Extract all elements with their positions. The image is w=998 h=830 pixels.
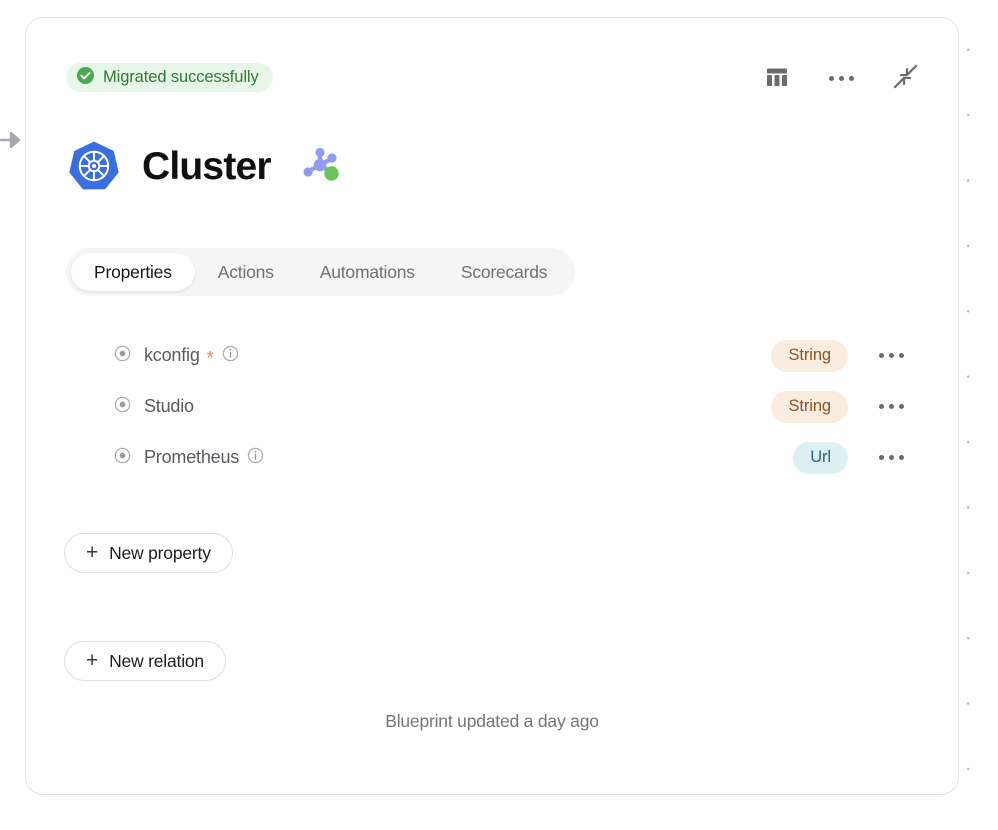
tab-scorecards-label: Scorecards — [460, 261, 548, 282]
node-graph-icon — [298, 143, 344, 189]
tab-actions[interactable]: Actions — [195, 253, 297, 291]
info-icon[interactable] — [247, 447, 264, 469]
info-icon[interactable] — [222, 345, 239, 367]
table-view-button[interactable] — [762, 63, 792, 93]
table-icon — [764, 64, 790, 93]
tab-automations[interactable]: Automations — [297, 253, 438, 291]
new-relation-label: New relation — [109, 650, 204, 671]
kubernetes-icon — [66, 138, 122, 194]
ellipsis-icon — [878, 353, 904, 358]
tab-automations-label: Automations — [319, 261, 415, 282]
title-row: Cluster — [66, 138, 344, 194]
collapse-arrows-icon — [892, 63, 919, 93]
status-badge-label: Migrated successfully — [103, 68, 259, 86]
status-badge: Migrated successfully — [66, 63, 273, 92]
row-options-button[interactable] — [876, 392, 906, 422]
new-relation-button[interactable]: + New relation — [64, 641, 226, 681]
arrow-right-cursor-icon — [0, 129, 22, 151]
property-name: Studio — [144, 396, 194, 416]
property-list: kconfig * String — [66, 330, 936, 483]
property-handle-icon — [114, 396, 131, 418]
table-row[interactable]: Prometheus Url — [66, 432, 936, 483]
property-handle-icon — [114, 345, 131, 367]
property-type-badge: String — [771, 339, 848, 372]
ellipsis-icon — [878, 404, 904, 409]
tab-bar: Properties Actions Automations Scorecard… — [66, 248, 576, 296]
plus-icon: + — [86, 648, 99, 672]
collapse-button[interactable] — [890, 63, 920, 93]
check-circle-icon — [76, 66, 95, 90]
blueprint-card: Migrated successfully — [25, 17, 959, 795]
plus-icon: + — [86, 540, 99, 564]
row-options-button[interactable] — [876, 341, 906, 371]
table-row[interactable]: Studio String — [66, 381, 936, 432]
row-options-button[interactable] — [876, 443, 906, 473]
property-name: kconfig — [144, 345, 200, 365]
new-property-label: New property — [109, 542, 211, 563]
property-type-badge: Url — [793, 441, 848, 474]
tab-properties[interactable]: Properties — [71, 253, 195, 291]
property-name: Prometheus — [144, 447, 240, 467]
header-actions — [762, 63, 920, 93]
ellipsis-icon — [828, 75, 854, 81]
tab-scorecards[interactable]: Scorecards — [438, 253, 571, 291]
blueprint-updated-note: Blueprint updated a day ago — [385, 711, 599, 731]
tab-properties-label: Properties — [94, 261, 172, 282]
tab-actions-label: Actions — [217, 261, 274, 282]
card-header: Migrated successfully — [26, 18, 958, 128]
property-handle-icon — [114, 447, 131, 469]
property-type-badge: String — [771, 390, 848, 423]
more-options-button[interactable] — [826, 63, 856, 93]
required-marker: * — [206, 347, 214, 368]
ellipsis-icon — [878, 455, 904, 460]
new-property-button[interactable]: + New property — [64, 533, 233, 573]
page-title: Cluster — [142, 144, 272, 188]
table-row[interactable]: kconfig * String — [66, 330, 936, 381]
